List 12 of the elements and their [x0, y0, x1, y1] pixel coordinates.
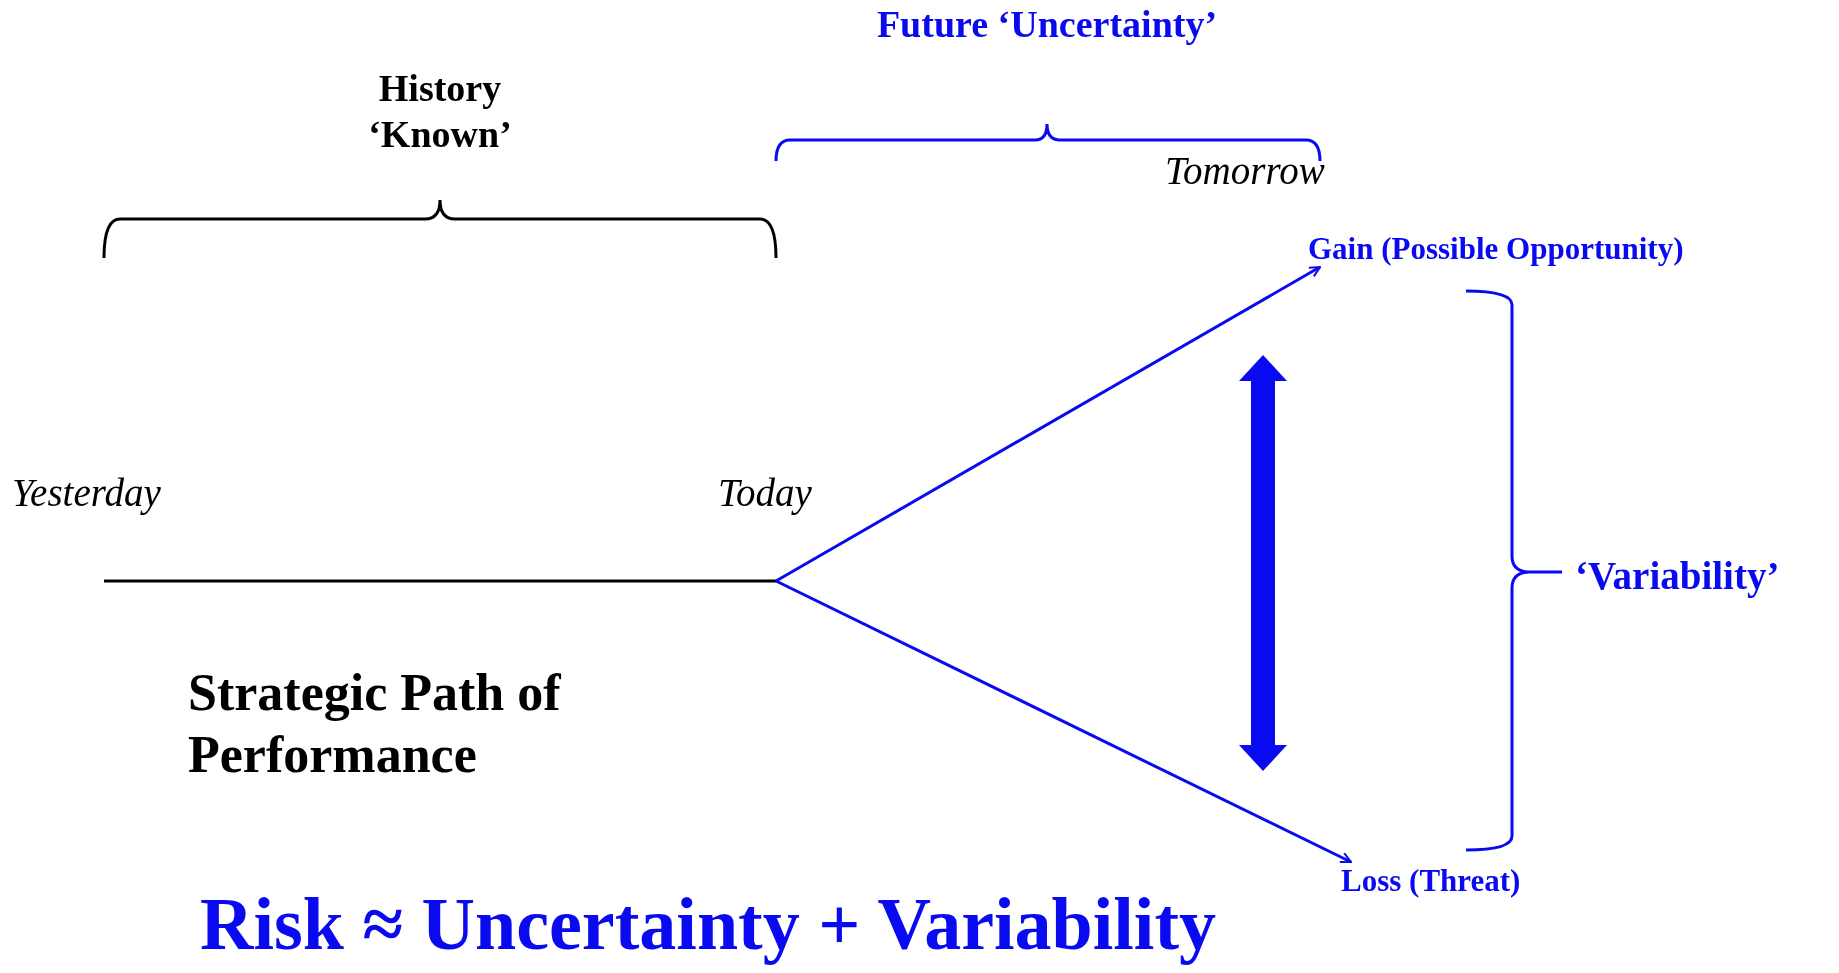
- outcome-label: Loss (Threat): [1341, 862, 1521, 900]
- heading: History ‘Known’: [367, 66, 513, 157]
- outcome-label: Gain (Possible Opportunity): [1308, 230, 1684, 268]
- caption: Risk ≈ Uncertainty + Variability: [200, 882, 1217, 967]
- arrow: [775, 265, 1321, 583]
- path-label: Strategic Path of Performance: [188, 663, 562, 786]
- time-label: Yesterday: [12, 470, 161, 517]
- bracket-label: ‘Variability’: [1575, 553, 1780, 600]
- time-label: Today: [718, 470, 812, 517]
- heading: Future ‘Uncertainty’: [875, 2, 1219, 47]
- arrow: [775, 579, 1352, 864]
- time-label: Tomorrow: [1165, 148, 1325, 194]
